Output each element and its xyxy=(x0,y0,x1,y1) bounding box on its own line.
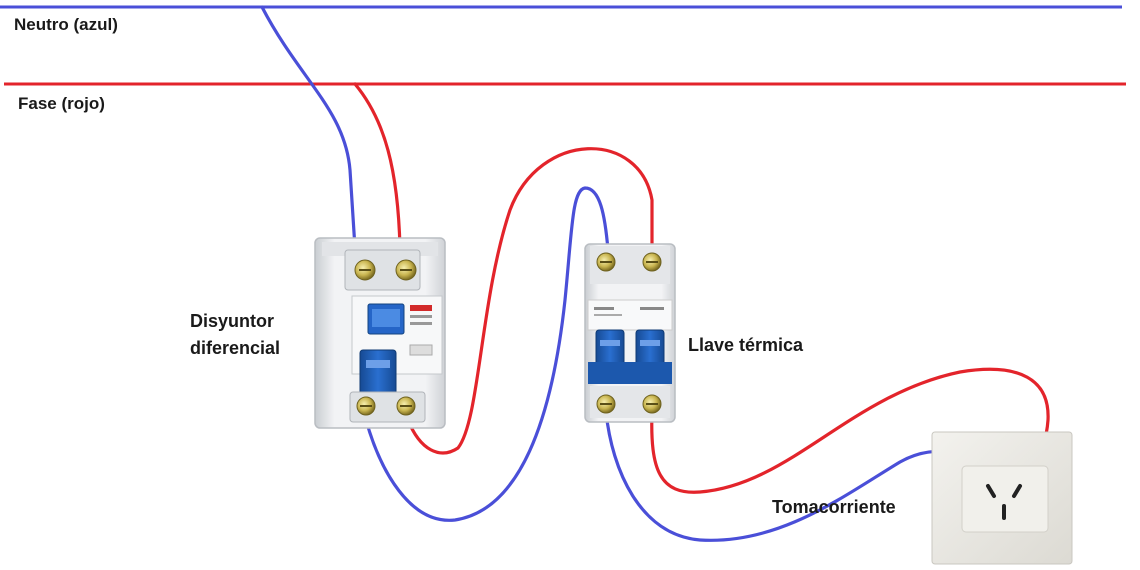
phase-drop-wire xyxy=(353,82,402,250)
screw-terminal-icon xyxy=(596,252,616,272)
llave-termica-label: Llave térmica xyxy=(688,335,804,355)
screw-terminal-icon xyxy=(354,259,376,281)
screw-terminal-icon xyxy=(596,394,616,414)
phase-outlet-wire xyxy=(650,367,1050,494)
disyuntor-label-line1: Disyuntor xyxy=(190,311,274,331)
screw-terminal-icon xyxy=(356,396,376,416)
phase-label: Fase (rojo) xyxy=(18,94,105,113)
disyuntor-label-line2: diferencial xyxy=(190,338,280,358)
neutral-link-wire xyxy=(364,186,610,522)
tomacorriente xyxy=(931,431,1073,565)
phase-link-wire xyxy=(406,147,654,455)
neutral-label: Neutro (azul) xyxy=(14,15,118,34)
screw-terminal-icon xyxy=(642,394,662,414)
tomacorriente-label: Tomacorriente xyxy=(772,497,896,517)
screw-terminal-icon xyxy=(396,396,416,416)
disyuntor-diferencial xyxy=(314,237,446,429)
llave-termica xyxy=(584,243,676,423)
socket-icon xyxy=(986,484,1022,520)
screw-terminal-icon xyxy=(642,252,662,272)
screw-terminal-icon xyxy=(395,259,417,281)
neutral-drop-wire xyxy=(260,5,357,250)
